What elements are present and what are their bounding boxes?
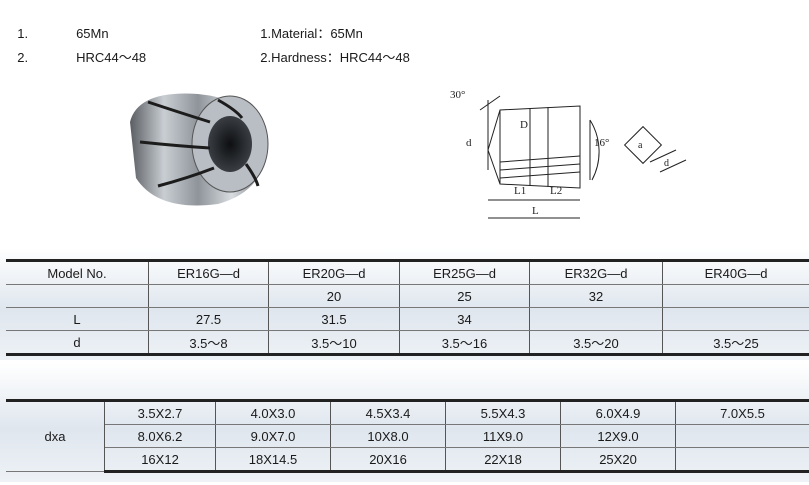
table-cell [675,447,809,473]
dim-L-label: L [532,205,539,217]
table-cell: 20X16 [330,447,446,473]
table-cell: 31.5 [268,307,400,331]
spec-text: 65Mn [76,26,109,41]
table-row: L 27.5 31.5 34 [6,307,809,331]
table-cell: 3.5～16 [399,330,530,356]
table-cell: 22X18 [445,447,561,473]
table-cell [148,284,269,308]
table-cell [529,307,663,331]
spec-label: 1.Material： [260,26,331,41]
table-row: d 3.5～8 3.5～10 3.5～16 3.5～20 3.5～25 [6,330,809,356]
dim-a-label: a [638,140,643,151]
table-cell [662,284,809,308]
table-cell: 27.5 [148,307,269,331]
table-cell: 34 [399,307,530,331]
spec-label: 2.Hardness： [260,50,340,65]
table-row: 8.0X6.2 9.0X7.0 10X8.0 11X9.0 12X9.0 [6,424,809,448]
angle-label-side: 16° [594,137,609,149]
spec-left-1: 1. 65Mn [10,10,109,42]
table-cell: 25X20 [560,447,676,473]
table-cell: 18X14.5 [215,447,331,473]
model-cell: ER32G—d [529,259,663,285]
table-cell [675,424,809,448]
table-cell [662,307,809,331]
table-cell: 8.0X6.2 [104,424,216,448]
table-cell: 5.5X4.3 [445,399,561,425]
table-row: 16X12 18X14.5 20X16 22X18 25X20 [6,447,809,473]
dxa-label: dxa [6,399,105,472]
table-cell: 3.5～20 [529,330,663,356]
spec-index: 1. [17,26,29,41]
spec-value: HRC44～48 [339,50,410,65]
row-label: d [6,330,149,356]
model-cell: ER20G—d [268,259,400,285]
dim-d-label: d [466,137,472,149]
model-cell: ER16G—d [148,259,269,285]
spec-right-hardness: 2.Hardness：HRC44～48 [253,34,410,66]
table-cell: 25 [399,284,530,308]
model-cell: ER25G—d [399,259,530,285]
spec-left-2: 2. HRC44～48 [10,34,146,66]
spec-right-material: 1.Material：65Mn [253,10,363,42]
table-cell: 9.0X7.0 [215,424,331,448]
table-cell: 3.5～8 [148,330,269,356]
row-label: L [6,307,149,331]
table-cell: 11X9.0 [445,424,561,448]
dim-D-label: D [520,119,528,131]
dim-L2-label: L2 [550,185,562,197]
technical-drawing: 30° 16° d D L1 L2 L a d [450,89,687,219]
table-cell: 4.0X3.0 [215,399,331,425]
table-cell: 6.0X4.9 [560,399,676,425]
table-row: Model No. ER16G—d ER20G—d ER25G—d ER32G—… [6,259,809,285]
header-model-no: Model No. [6,259,149,285]
table-cell: 32 [529,284,663,308]
table-cell: 7.0X5.5 [675,399,809,425]
dim-L1-label: L1 [514,185,526,197]
collet-photo [130,93,269,206]
dim-d2-label: d [664,158,669,169]
table-row: 20 25 32 [6,284,809,308]
table-cell: 16X12 [104,447,216,473]
table-row: dxa 3.5X2.7 4.0X3.0 4.5X3.4 5.5X4.3 6.0X… [6,399,809,472]
table-cell: 10X8.0 [330,424,446,448]
spec-text: HRC44～48 [76,50,147,65]
table-cell: 20 [268,284,400,308]
model-spec-table: Model No. ER16G—d ER20G—d ER25G—d ER32G—… [6,259,809,356]
table-cell: 3.5～25 [662,330,809,356]
angle-label-top: 30° [450,89,465,101]
dxa-table: dxa 3.5X2.7 4.0X3.0 4.5X3.4 5.5X4.3 6.0X… [6,399,809,473]
table-cell: 4.5X3.4 [330,399,446,425]
model-cell: ER40G—d [662,259,809,285]
table-cell: 12X9.0 [560,424,676,448]
table-cell: 3.5～10 [268,330,400,356]
row-label [6,284,149,308]
spec-value: 65Mn [330,26,363,41]
spec-index: 2. [17,50,29,65]
table-cell: 3.5X2.7 [104,399,216,425]
